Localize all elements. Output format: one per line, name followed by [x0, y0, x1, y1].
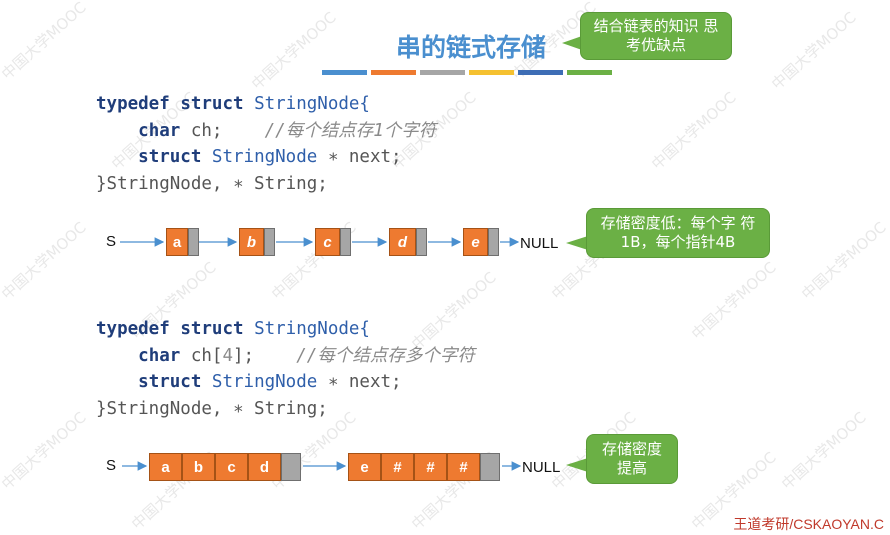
node-pointer — [188, 228, 199, 256]
list-node: a — [166, 228, 199, 256]
node-char: a — [149, 453, 182, 481]
callout-pointer — [562, 36, 582, 50]
code-block-multi-char: typedef struct StringNode{ char ch[4]; /… — [96, 316, 475, 422]
node-char: b — [239, 228, 264, 256]
null-label: NULL — [520, 235, 559, 252]
page-title: 串的链式存储 — [395, 33, 546, 62]
node-char: # — [381, 453, 414, 481]
code-line: typedef struct StringNode{ — [96, 319, 370, 339]
head-pointer-label: S — [106, 457, 117, 474]
callout-pros-cons: 结合链表的知识 思考优缺点 — [580, 12, 732, 60]
node-char: d — [248, 453, 281, 481]
list-node: a b c d — [149, 453, 301, 481]
node-pointer — [480, 453, 500, 481]
node-pointer — [264, 228, 275, 256]
node-char: b — [182, 453, 215, 481]
code-block-single-char: typedef struct StringNode{ char ch; //每个… — [96, 91, 436, 197]
code-line: struct StringNode ∗ next; — [138, 372, 402, 393]
node-char: d — [389, 228, 416, 256]
node-char: # — [414, 453, 447, 481]
node-pointer — [340, 228, 351, 256]
code-line: }StringNode, ∗ String; — [96, 173, 328, 194]
head-pointer-label: S — [106, 233, 117, 250]
list-node: e # # # — [348, 453, 500, 481]
callout-density-high: 存储密度 提高 — [586, 434, 678, 484]
list-node: d — [389, 228, 427, 256]
null-label: NULL — [522, 459, 561, 476]
code-line: }StringNode, ∗ String; — [96, 398, 328, 419]
node-char: e — [348, 453, 381, 481]
title-bar — [322, 70, 367, 75]
node-char: c — [315, 228, 340, 256]
node-char: a — [166, 228, 188, 256]
title-bar — [420, 70, 465, 75]
title-bar — [469, 70, 514, 75]
code-line: char ch[4]; //每个结点存多个字符 — [138, 345, 475, 366]
list-node: c — [315, 228, 351, 256]
callout-density-low: 存储密度低：每个字 符1B，每个指针4B — [586, 208, 770, 258]
node-char: c — [215, 453, 248, 481]
node-char: # — [447, 453, 480, 481]
node-char: e — [463, 228, 488, 256]
node-pointer — [488, 228, 499, 256]
list-node: e — [463, 228, 499, 256]
list-node: b — [239, 228, 275, 256]
callout-pointer — [566, 458, 588, 472]
code-line: struct StringNode ∗ next; — [138, 147, 402, 168]
callout-pointer — [566, 236, 588, 250]
footer-brand: 王道考研/CSKAOYAN.C — [733, 516, 884, 532]
node-pointer — [281, 453, 301, 481]
title-bar — [371, 70, 416, 75]
node-pointer — [416, 228, 427, 256]
title-underline-bars — [322, 70, 612, 75]
title-bar — [518, 70, 563, 75]
code-line: typedef struct StringNode{ — [96, 94, 370, 114]
title-bar — [567, 70, 612, 75]
code-line: char ch; //每个结点存1个字符 — [138, 120, 437, 141]
